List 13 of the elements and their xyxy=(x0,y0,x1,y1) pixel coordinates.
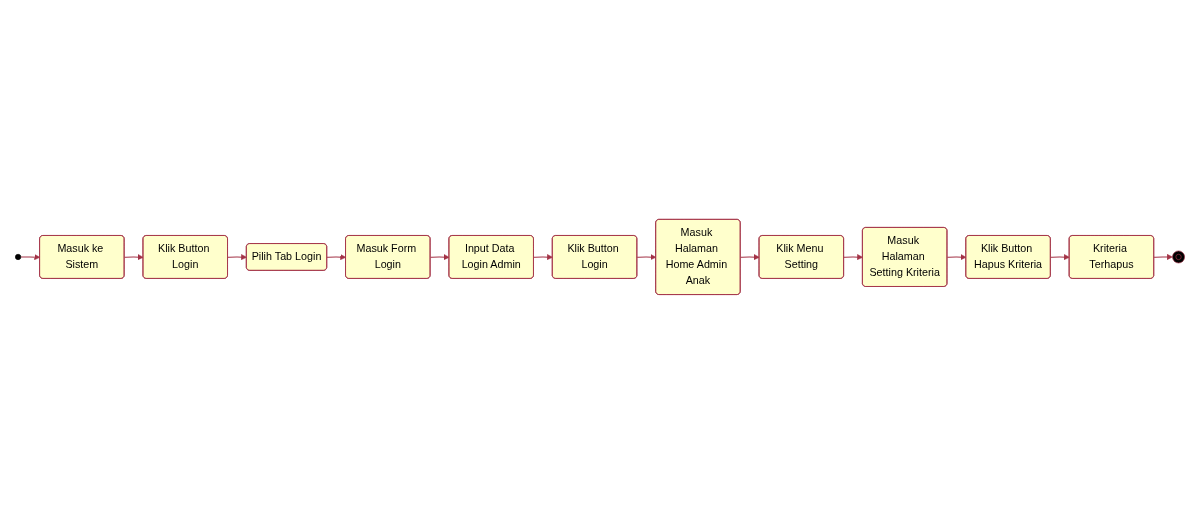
arrow xyxy=(636,254,657,261)
arrow xyxy=(326,254,347,261)
arrow xyxy=(843,254,863,261)
arrow xyxy=(946,254,967,261)
arrow xyxy=(20,254,41,261)
arrow xyxy=(227,254,247,261)
node-circle xyxy=(15,253,22,260)
arrow xyxy=(533,254,553,261)
arrow xyxy=(1153,254,1173,260)
arrow xyxy=(1050,254,1070,261)
arrow xyxy=(429,254,450,261)
arrow xyxy=(740,254,760,261)
arrow xyxy=(123,254,144,261)
